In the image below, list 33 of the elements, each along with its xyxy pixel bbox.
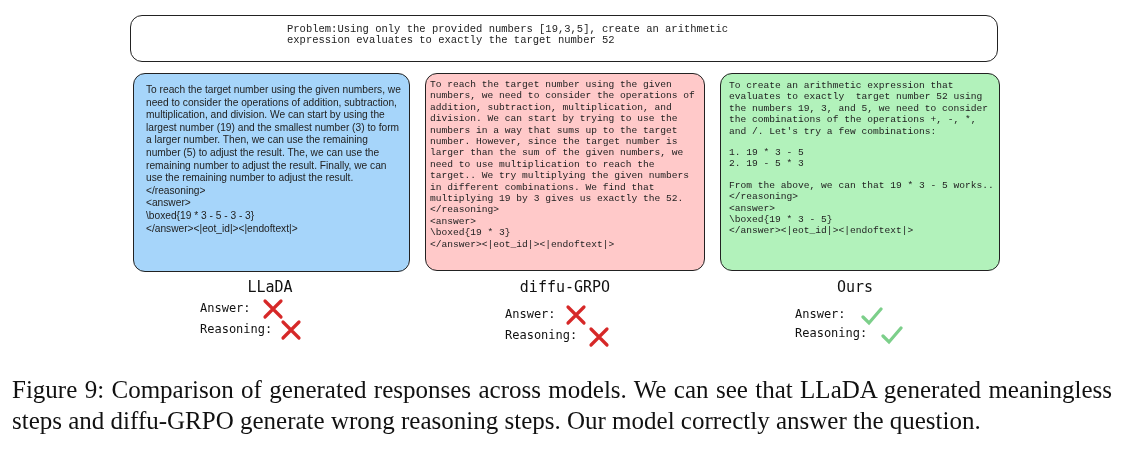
response-text: \boxed{19 * 3 - 5 - 3 - 3} bbox=[146, 209, 256, 223]
criterion-label: Reasoning: bbox=[200, 322, 273, 336]
problem-box bbox=[130, 15, 998, 62]
criterion-label: Reasoning: bbox=[795, 326, 868, 340]
response-text: <answer> bbox=[146, 197, 192, 210]
response-text: </reasoning> bbox=[430, 204, 501, 216]
response-text: </answer><|eot_id|><|endoftext|> bbox=[146, 222, 299, 236]
criterion-label: Answer: bbox=[505, 307, 556, 321]
response-text: </reasoning> bbox=[729, 191, 800, 203]
response-text: <answer> bbox=[430, 215, 478, 228]
model-name: Ours bbox=[836, 278, 874, 296]
criterion-label: Reasoning: bbox=[505, 328, 578, 342]
response-text: 1. 19 * 3 - 5 bbox=[729, 147, 805, 159]
figure-caption: Figure 9: Comparison of generated responses across models. We can see that LLaDA generated meaningless steps and diffu-GRPO generate wrong reasoning steps. Our model correctly answer the question. bbox=[12, 375, 1112, 436]
response-text: </reasoning> bbox=[146, 184, 207, 198]
response-box bbox=[133, 73, 410, 272]
criterion-label: Answer: bbox=[795, 307, 846, 321]
response-text: To reach the target number using the given numbers, we need to consider the operations of addition, subtraction, multiplication, and division. We can start by using the largest number (19) and the smallest number (3) to form a larger number. Then, we can use the remaining number (5) to adjust the result. The, we can use the remaining number to adjust the result. Finally, we can use the remaining number to adjust the result. bbox=[146, 84, 401, 185]
response-box bbox=[720, 73, 1000, 271]
model-name: diffu-GRPO bbox=[519, 278, 611, 296]
response-text: To reach the target number using the given numbers, we need to consider the operations of addition, subtraction, multiplication, and division. We can start by trying to use the numbers in a way that sums up to the target number. However, since the target number is larger than the sum of the given numbers, we need to use multiplication to reach the target.. We try multiplying the given numbers in different combinations. We find that multiplying 19 by 3 gives us exactly the 52. bbox=[430, 79, 696, 205]
response-box bbox=[425, 73, 705, 271]
criterion-label: Answer: bbox=[200, 301, 251, 315]
response-text: <answer> bbox=[729, 202, 777, 215]
response-text: \boxed{19 * 3} bbox=[430, 227, 512, 239]
model-name: LLaDA bbox=[247, 278, 293, 296]
problem-text: Problem:Using only the provided numbers [19,3,5], create an arithmetic expression evaluates to exactly the target number 52 bbox=[287, 24, 730, 47]
response-text: From the above, we can that 19 * 3 - 5 works.. bbox=[729, 179, 995, 192]
response-text: \boxed{19 * 3 - 5} bbox=[729, 214, 834, 226]
response-text: </answer><|eot_id|><|endoftext|> bbox=[430, 238, 616, 251]
response-text: 2. 19 - 5 * 3 bbox=[729, 158, 805, 170]
response-text: To create an arithmetic expression that evaluates to exactly target number 52 using the numbers 19, 3, and 5, we need to consider the combinations of the operations +, -, *, and /. Let's try a few combinations: bbox=[729, 80, 990, 138]
response-text: </answer><|eot_id|><|endoftext|> bbox=[729, 225, 915, 237]
